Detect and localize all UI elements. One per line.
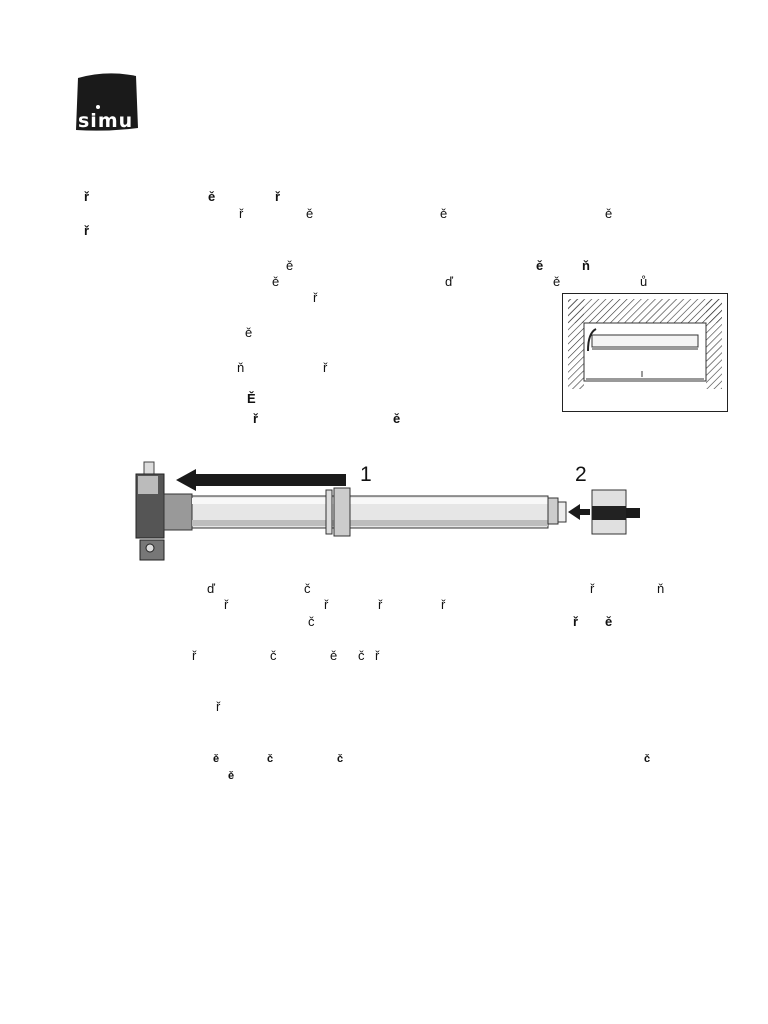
glyph: č [358,648,365,663]
glyph: ř [324,597,329,612]
glyph: ř [573,614,579,629]
glyph: ř [441,597,446,612]
installation-box-figure [562,293,728,412]
glyph: ř [192,648,197,663]
glyph: ě [208,189,216,204]
glyph: č [267,753,274,765]
simu-logo [76,73,138,131]
glyph: ň [237,360,245,375]
glyph: ř [224,597,229,612]
glyph: ň [582,258,590,273]
glyph: č [308,614,315,629]
glyph: ě [245,325,253,340]
glyph: ď [445,274,453,289]
glyph: č [270,648,277,663]
glyph: ě [330,648,338,663]
glyph: ř [378,597,383,612]
glyph: ě [272,274,280,289]
glyph: ř [590,581,595,596]
step-1-number: 1 [360,463,372,486]
step-2-number: 2 [575,463,587,486]
glyph: č [304,581,311,596]
glyph: č [644,753,651,765]
motor-insertion-figure [135,461,640,561]
glyph: ř [84,189,90,204]
glyph: ě [393,411,401,426]
glyph: ě [440,206,448,221]
glyph: ů [640,274,648,289]
glyph: ř [239,206,244,221]
glyph: ř [313,290,318,305]
glyph: ř [216,699,221,714]
glyph: ě [536,258,544,273]
glyph: Ě [247,391,256,406]
glyph: ř [323,360,328,375]
glyph: ě [286,258,294,273]
arrow-left-small-icon [568,504,580,520]
glyph: ř [84,223,90,238]
logo-text: simu [78,110,134,132]
glyph: ř [275,189,281,204]
glyph: ď [207,581,215,596]
glyph: ě [213,753,220,765]
glyph: ě [605,206,613,221]
glyph: ě [553,274,561,289]
glyph: č [337,753,344,765]
glyph: ě [228,770,235,782]
arrow-left-icon [176,469,346,491]
glyph: ř [375,648,380,663]
glyph: ř [253,411,259,426]
glyph: ě [605,614,613,629]
glyph: ň [657,581,665,596]
glyph: ě [306,206,314,221]
